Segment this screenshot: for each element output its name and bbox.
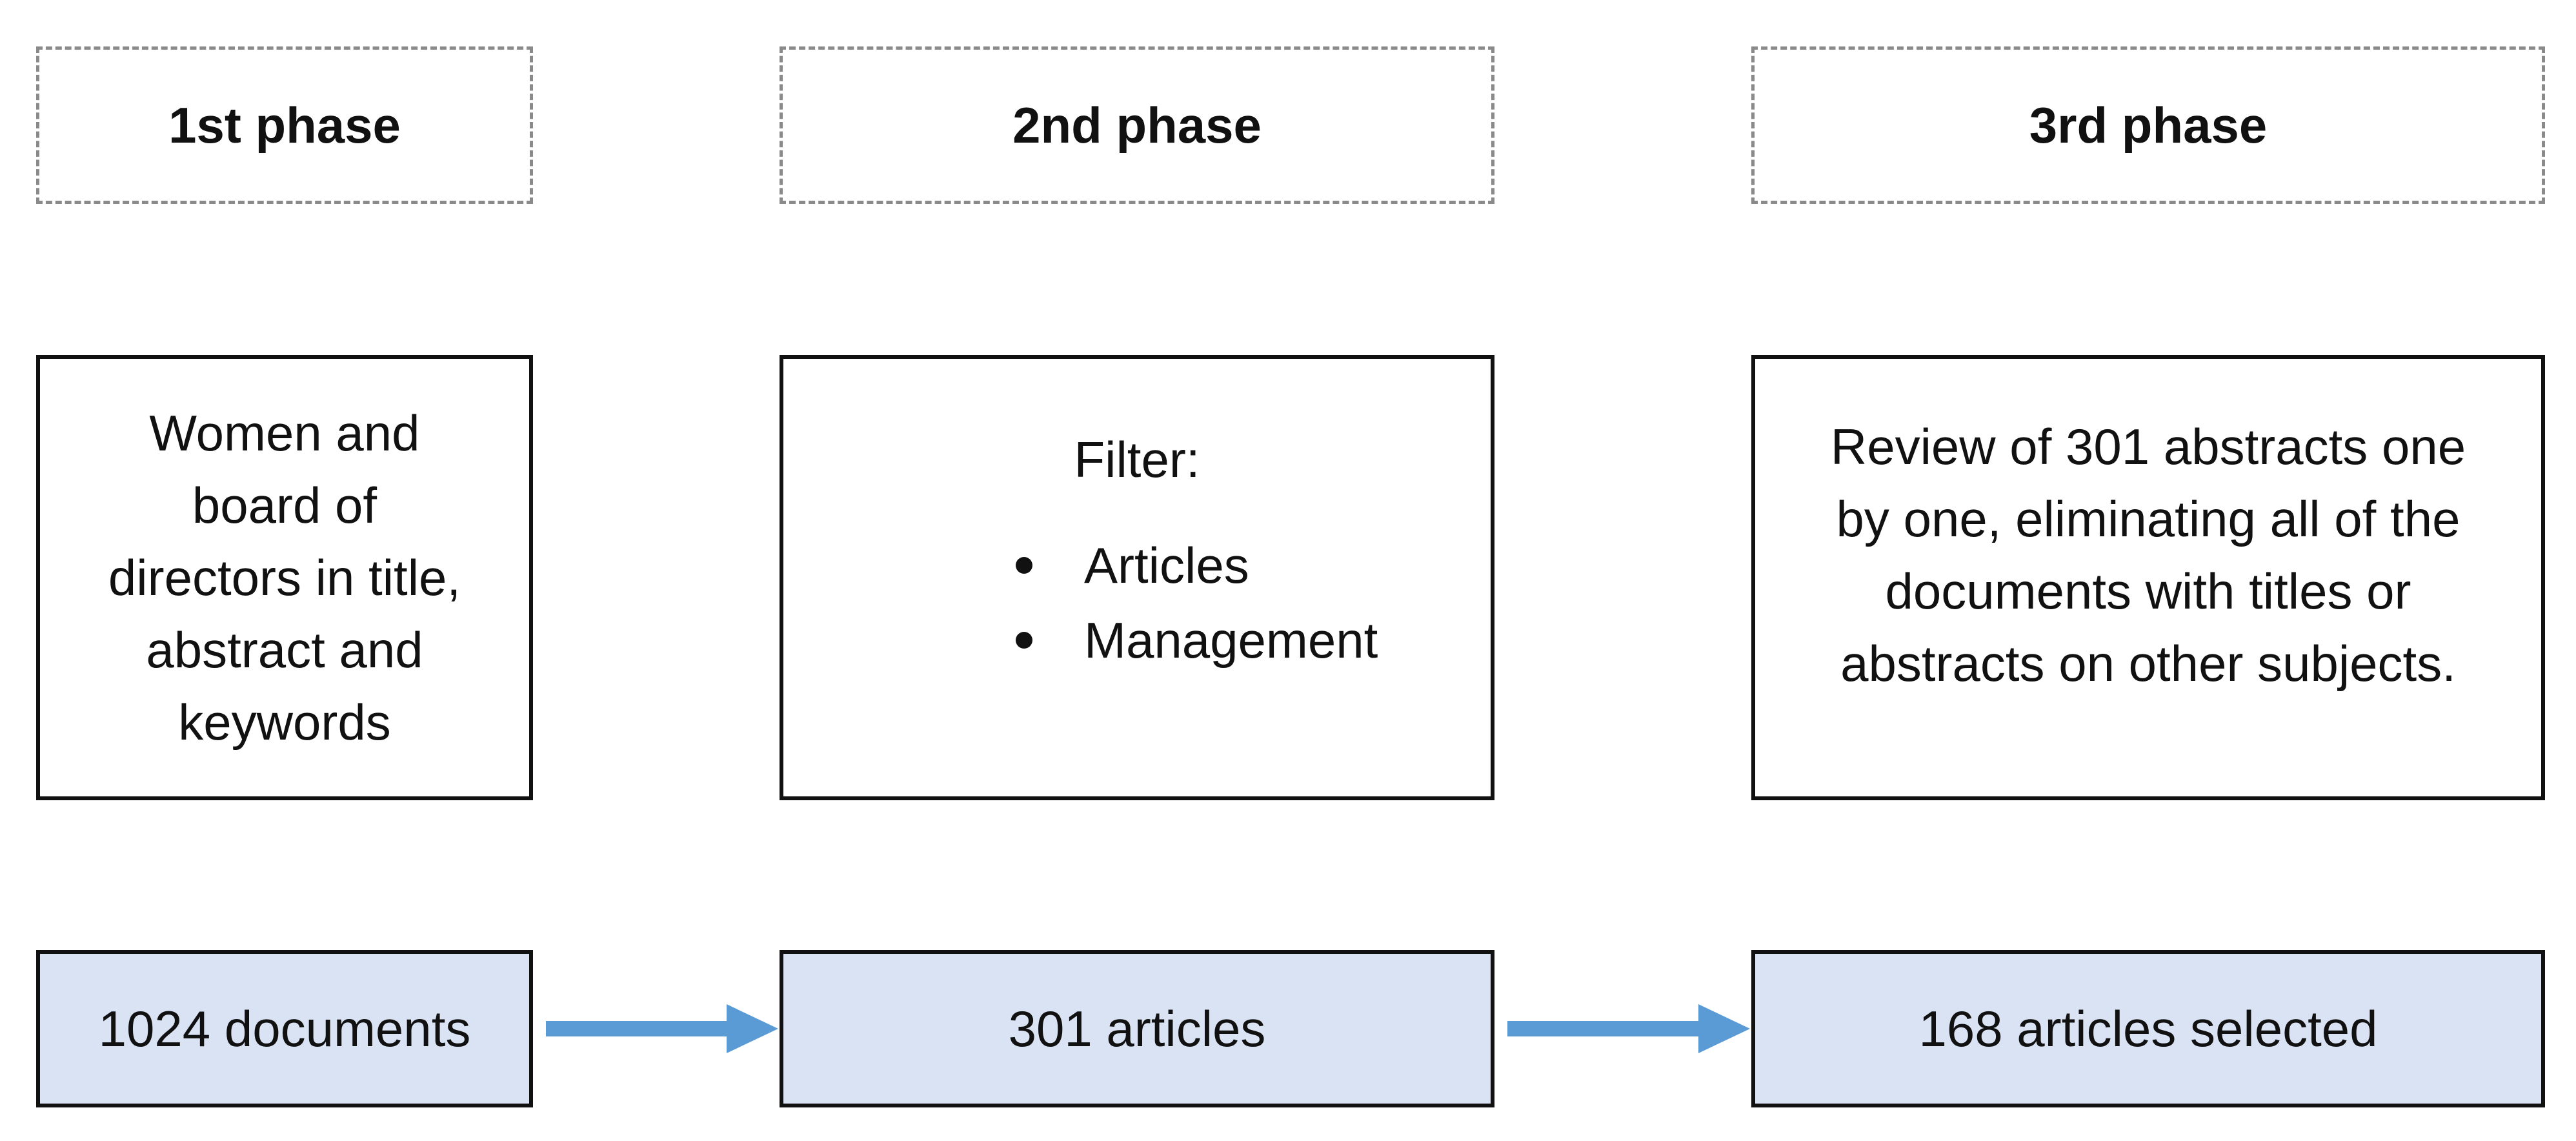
phase-3-desc-line: documents with titles or [1885,563,2411,620]
phase-1-desc-line: keywords [178,694,391,751]
phase-1-header: 1st phase [36,46,533,204]
phase-1-description: Women and board of directors in title, a… [36,355,533,800]
phase-1-desc-line: board of [192,477,377,534]
filter-item-label: Articles [1084,537,1249,594]
count-box-selected: 168 articles selected [1751,950,2545,1107]
right-arrow-icon [1507,1004,1750,1053]
phase-2-title: 2nd phase [1012,96,1262,154]
phase-3-desc-line: Review of 301 abstracts one [1830,418,2466,475]
count-box-articles: 301 articles [780,950,1494,1107]
bullet-icon [1016,557,1032,574]
phase-2-description: Filter: Articles Management [780,355,1494,800]
phase-1-desc-line: abstract and [146,621,423,678]
phase-3-description: Review of 301 abstracts one by one, elim… [1751,355,2545,800]
bullet-icon [1016,632,1032,649]
phase-3-desc-line: by one, eliminating all of the [1836,490,2460,547]
phase-1-desc-line: directors in title, [108,549,461,606]
count-label: 301 articles [1008,1000,1266,1057]
filter-item-label: Management [1084,612,1378,669]
filter-item: Management [1016,603,1378,678]
phase-2-header: 2nd phase [780,46,1494,204]
phase-3-desc-line: abstracts on other subjects. [1840,635,2456,692]
filter-item: Articles [1016,528,1378,603]
filter-label: Filter: [1074,431,1200,488]
phase-1-desc-line: Women and [149,405,420,461]
filter-list: Articles Management [822,528,1378,678]
phase-1-title: 1st phase [168,96,401,154]
count-label: 168 articles selected [1918,1000,2378,1057]
count-box-documents: 1024 documents [36,950,533,1107]
phase-3-title: 3rd phase [2029,96,2268,154]
right-arrow-icon [546,1004,778,1053]
phase-3-header: 3rd phase [1751,46,2545,204]
filter-block: Filter: Articles Management [822,398,1452,771]
count-label: 1024 documents [98,1000,471,1057]
